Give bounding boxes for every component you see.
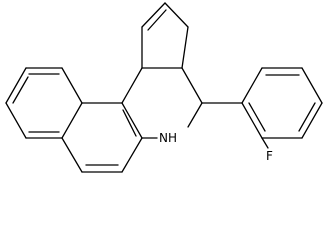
bond	[121, 102, 143, 139]
double-bond-inner	[147, 9, 167, 31]
bond	[121, 137, 143, 173]
bond	[5, 102, 27, 139]
structure-canvas: NH F	[5, 2, 323, 173]
bond	[121, 67, 143, 104]
bond	[61, 67, 83, 104]
bond	[241, 67, 263, 104]
bond	[261, 137, 269, 149]
bond	[187, 102, 203, 128]
chemical-structure: NH F	[5, 2, 323, 173]
bond	[61, 137, 83, 173]
double-bond-inner	[122, 109, 137, 137]
nitrogen-label: NH	[159, 131, 177, 145]
bond	[301, 102, 323, 139]
bond	[301, 67, 323, 104]
bond-group	[5, 2, 323, 173]
bond	[164, 2, 189, 28]
bond	[5, 67, 27, 104]
double-bond-inner	[248, 102, 266, 132]
bond	[181, 67, 203, 104]
bond	[241, 102, 263, 139]
double-bond-inner	[12, 76, 29, 104]
bond	[181, 26, 189, 69]
fluorine-label: F	[266, 149, 273, 163]
bond	[141, 2, 166, 28]
double-bond-inner	[298, 102, 316, 132]
bond	[61, 102, 83, 139]
